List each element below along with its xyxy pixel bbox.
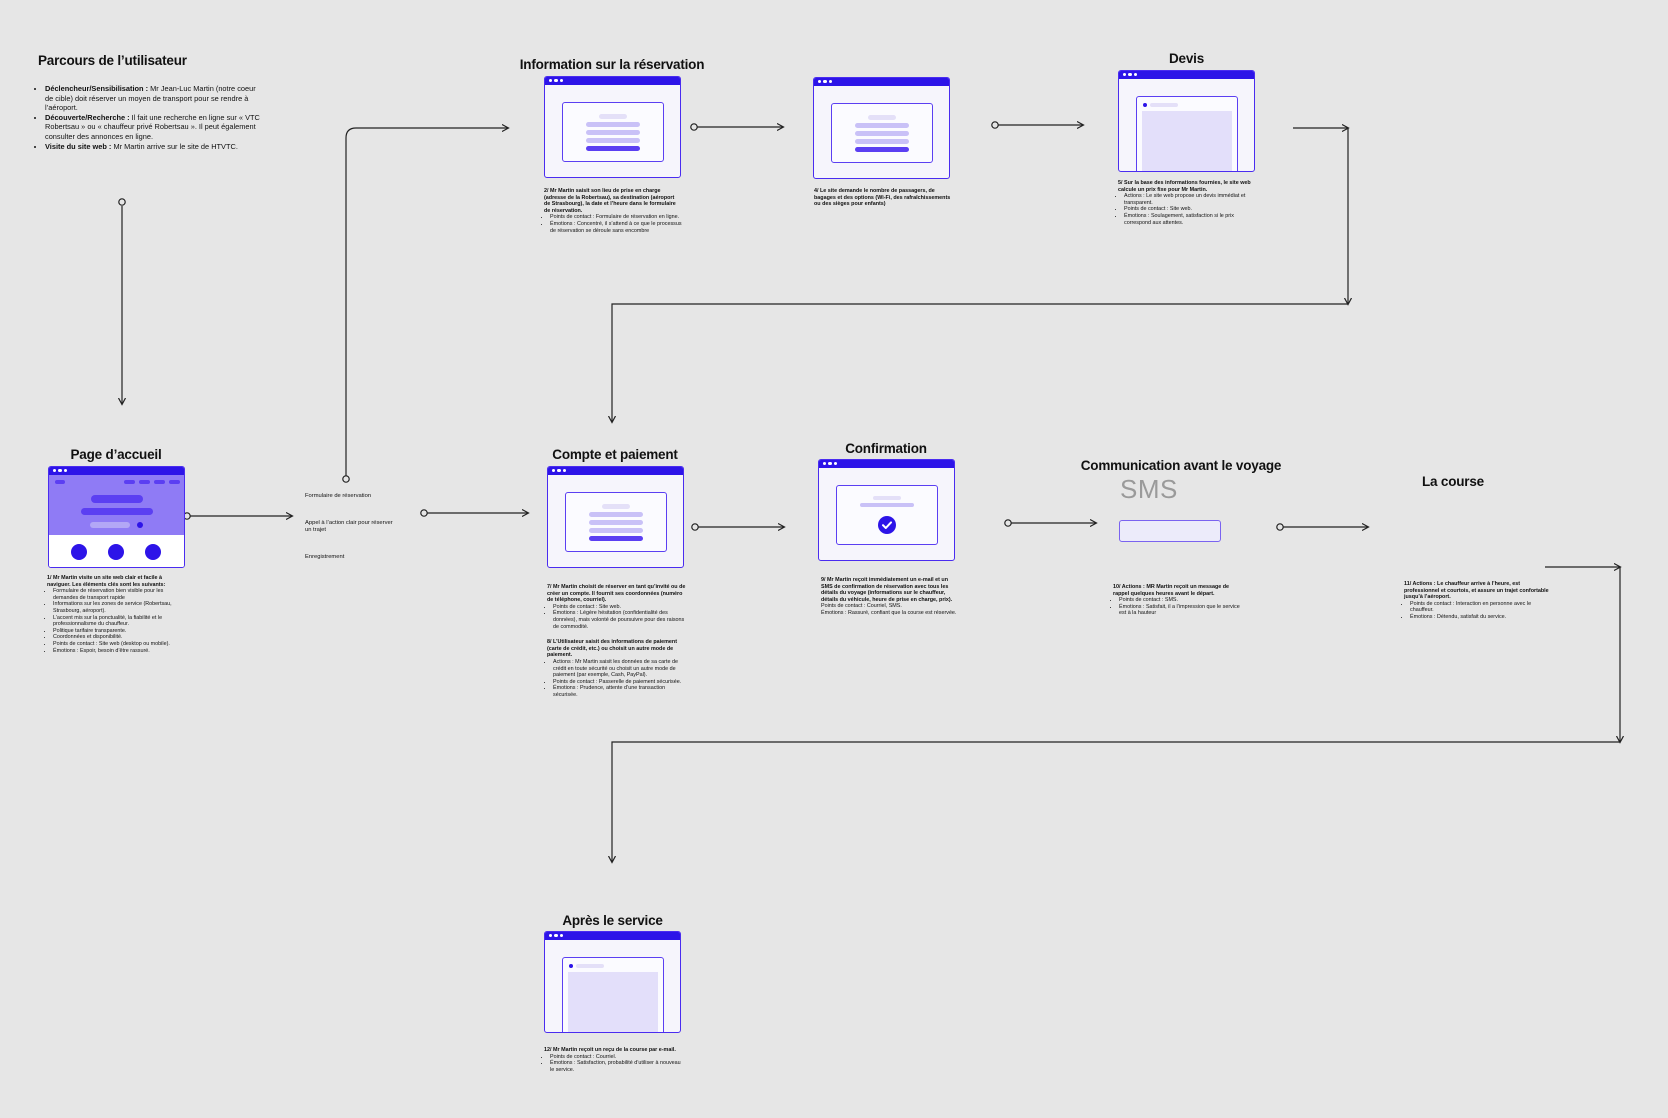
caption-compte: 7/ Mr Martin choisit de réserver en tant… [547,584,687,699]
apres-mockup [544,931,681,1033]
caption-options: 4/ Le site demande le nombre de passager… [814,188,951,208]
three-dots-icon [552,469,567,473]
intro-text: Déclencheur/Sensibilisation : Mr Jean-Lu… [38,84,262,151]
compte-mockup [547,466,684,568]
three-dots-icon [53,469,68,473]
option-reservation-form: Formulaire de réservation [305,493,372,499]
caption-confirmation: 9/ Mr Martin reçoit immédiatement un e-m… [821,577,957,616]
stage-title-compte: Compte et paiement [552,447,678,462]
confirmation-mockup [818,459,955,561]
three-dots-icon [549,79,564,83]
connector-options-to-reservation [345,128,508,476]
stage-title-course: La course [1422,474,1484,489]
homepage-mockup [48,466,185,568]
option-registration: Enregistrement [305,554,345,560]
intro-title: Parcours de l’utilisateur [38,53,187,68]
intro-item: Visite du site web : Mr Martin arrive su… [45,142,262,152]
three-dots-icon [823,462,838,466]
stage-title-communication: Communication avant le voyage [1080,458,1282,473]
caption-communication: 10/ Actions : MR Martin reçoit un messag… [1113,584,1245,617]
intro-item: Découverte/Recherche : Il fait une reche… [45,113,262,142]
caption-reservation: 2/ Mr Martin saisit son lieu de prise en… [544,188,682,234]
stage-title-devis: Devis [1168,51,1205,66]
connector-devis-to-compte [612,303,1348,422]
three-dots-icon [818,80,833,84]
check-circle-icon [878,516,896,534]
caption-accueil: 1/ Mr Martin visite un site web clair et… [47,575,187,654]
connector-course-to-apres [612,741,1620,862]
reservation-mockup [544,76,681,178]
stage-title-reservation: Information sur la réservation [519,57,705,72]
sms-message-box [1119,520,1221,542]
option-call-to-action: Appel à l’action clair pour réserver un … [305,520,393,533]
three-dots-icon [1123,73,1138,77]
devis-mockup [1118,70,1255,172]
stage-title-apres: Après le service [562,913,663,928]
options-mockup [813,77,950,179]
caption-apres: 12/ Mr Martin reçoit un reçu de la cours… [544,1047,684,1073]
stage-title-accueil: Page d’accueil [70,447,162,462]
stage-title-confirmation: Confirmation [845,441,927,456]
caption-devis: 5/ Sur la base des informations fournies… [1118,180,1258,226]
three-dots-icon [549,934,564,938]
intro-item: Déclencheur/Sensibilisation : Mr Jean-Lu… [45,84,262,113]
sms-label: SMS [1120,474,1178,504]
caption-course: 11/ Actions : Le chauffeur arrive à l’he… [1404,581,1554,621]
